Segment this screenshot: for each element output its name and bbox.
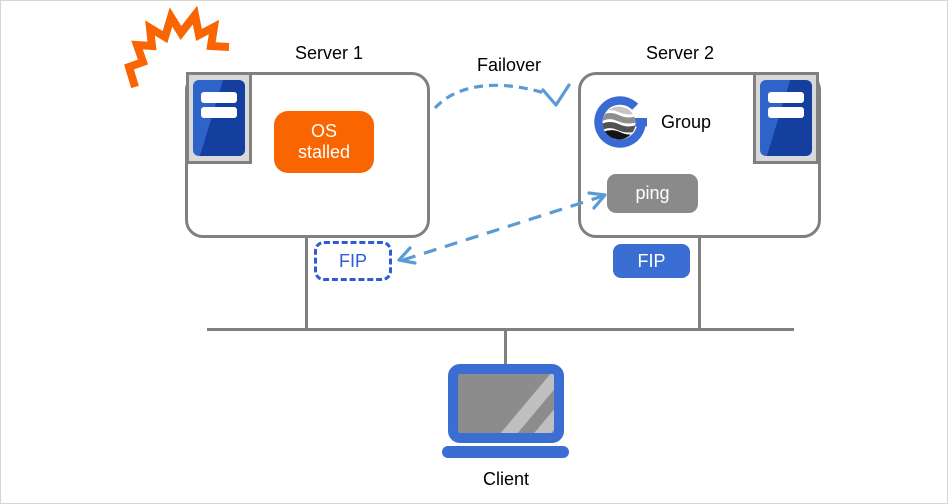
server-slot: [201, 107, 237, 118]
explosion-icon: [124, 5, 230, 89]
server-tower-icon: [753, 72, 819, 164]
group-label: Group: [661, 111, 712, 132]
laptop-icon: [448, 364, 564, 443]
os-stalled-badge: OS stalled: [274, 111, 374, 173]
failover-group: Group: [594, 95, 712, 149]
server-tower-icon: [186, 72, 252, 164]
failover-arrowhead: [541, 83, 571, 107]
server-slot: [768, 107, 804, 118]
server-slot: [201, 92, 237, 103]
server-tower-body: [760, 80, 812, 156]
client-label: Client: [482, 469, 530, 489]
failover-label: Failover: [476, 55, 542, 75]
cluster-group-logo-icon: [594, 96, 647, 148]
failover-arrow: [433, 83, 549, 110]
fip-floating-badge: FIP: [314, 241, 392, 281]
ping-fip-arrowhead-right: [587, 191, 607, 210]
server2-title: Server 2: [645, 43, 715, 63]
logo-g-arc: [594, 96, 646, 148]
server-tower-body: [193, 80, 245, 156]
server1-title: Server 1: [294, 43, 364, 63]
ping-fip-arrowhead-left: [397, 246, 417, 265]
logo-g-bar: [625, 118, 647, 127]
server-slot: [768, 92, 804, 103]
fip-active-badge: FIP: [613, 244, 690, 278]
ping-badge: ping: [607, 174, 698, 213]
laptop-base: [442, 446, 569, 458]
ping-fip-arrow: [402, 194, 604, 262]
